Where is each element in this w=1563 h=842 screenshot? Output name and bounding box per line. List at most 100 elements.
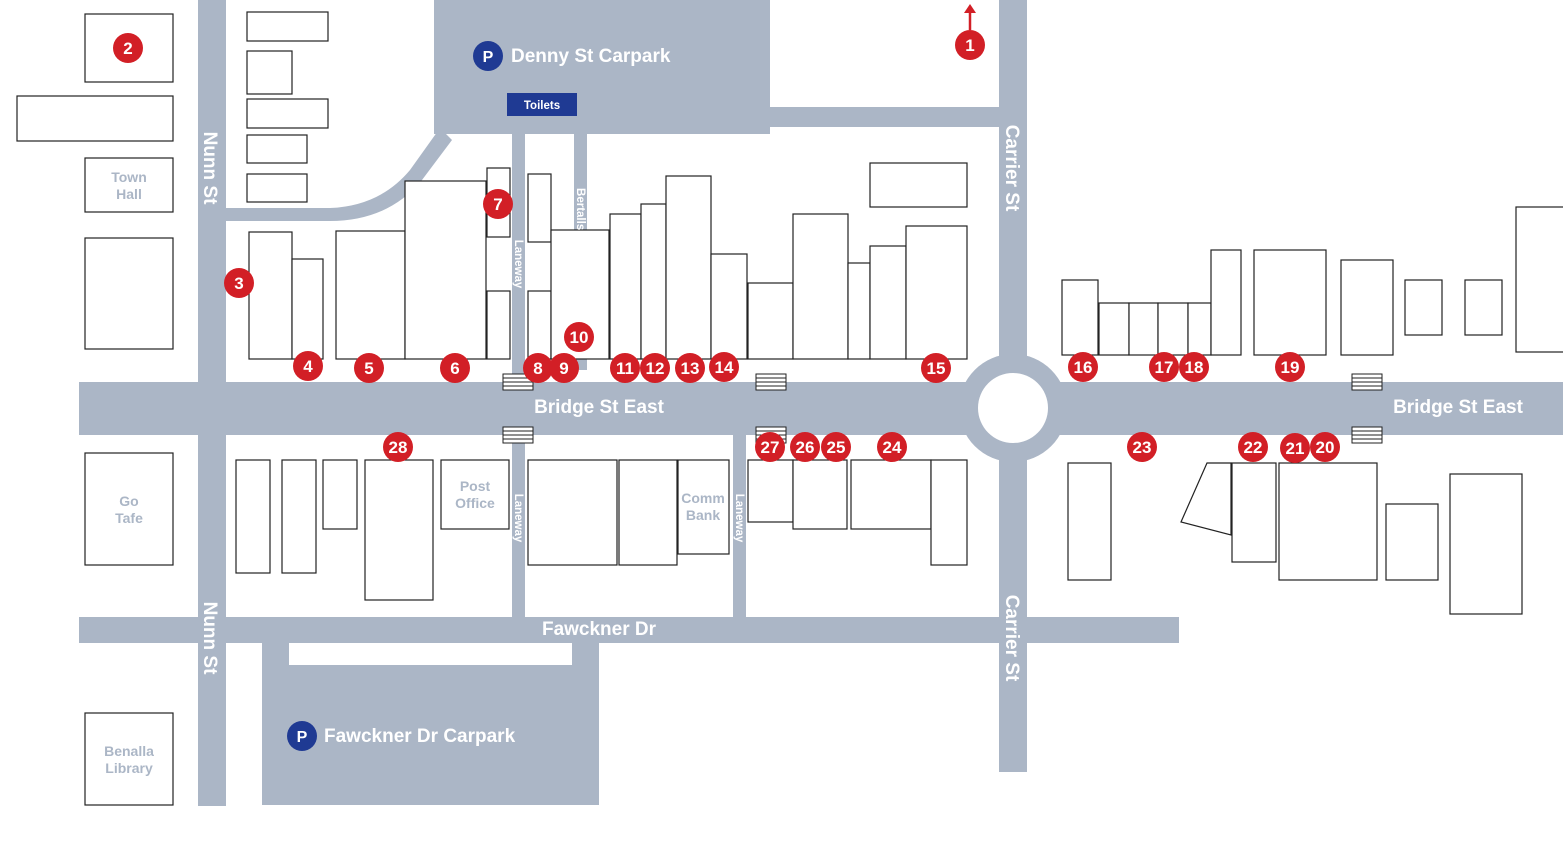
map-marker-27[interactable]: 27 [755,432,785,462]
building-labels: Town Hall Go Tafe Post Office Comm Bank … [104,169,725,776]
building [640,203,667,360]
marker-circle[interactable] [483,189,513,219]
map-marker-12[interactable]: 12 [640,353,670,383]
marker-label: 19 [1281,358,1300,377]
marker-label: 3 [234,274,243,293]
carrier-st-label: Carrier St [1001,125,1022,212]
marker-label: 10 [570,328,589,347]
marker-circle[interactable] [564,322,594,352]
map-marker-3[interactable]: 3 [224,268,254,298]
map-marker-5[interactable]: 5 [354,353,384,383]
map-marker-7[interactable]: 7 [483,189,513,219]
fawckner-carpark: P Fawckner Dr Carpark [287,721,516,751]
marker-label: 8 [533,359,542,378]
marker-circle[interactable] [790,432,820,462]
marker-circle[interactable] [113,33,143,63]
comm-bank-label: Comm [681,490,725,506]
map-marker-11[interactable]: 11 [610,353,640,383]
bridge-st-east-label: Bridge St East [1393,397,1524,418]
marker-circle[interactable] [549,353,579,383]
marker-circle[interactable] [1275,352,1305,382]
marker-circle[interactable] [640,353,670,383]
marker-circle[interactable] [1127,432,1157,462]
building [869,162,968,208]
map-marker-15[interactable]: 15 [921,353,951,383]
building [16,95,174,142]
map-marker-9[interactable]: 9 [549,353,579,383]
marker-circle[interactable] [1149,352,1179,382]
arrow-up-icon [964,4,976,30]
marker-circle[interactable] [921,353,951,383]
comm-bank [677,459,730,555]
map-marker-1[interactable]: 1 [955,30,985,60]
map-marker-17[interactable]: 17 [1149,352,1179,382]
marker-circle[interactable] [675,353,705,383]
marker-label: 24 [883,438,902,457]
building [364,459,434,601]
marker-circle[interactable] [293,351,323,381]
map-marker-24[interactable]: 24 [877,432,907,462]
map-marker-21[interactable]: 21 [1280,433,1310,463]
marker-circle[interactable] [224,268,254,298]
marker-label: 2 [123,39,132,58]
post-office-label: Post [460,478,491,494]
map-marker-23[interactable]: 23 [1127,432,1157,462]
marker-label: 11 [616,359,634,378]
marker-circle[interactable] [955,30,985,60]
map-marker-8[interactable]: 8 [523,353,553,383]
marker-circle[interactable] [1280,433,1310,463]
map-marker-19[interactable]: 19 [1275,352,1305,382]
building [335,230,406,360]
marker-circle[interactable] [1068,352,1098,382]
map-marker-22[interactable]: 22 [1238,432,1268,462]
building [1404,279,1443,336]
building [1187,302,1212,356]
parking-icon [473,41,503,71]
map-marker-6[interactable]: 6 [440,353,470,383]
post-office-label: Office [455,495,495,511]
building [1098,302,1130,356]
marker-label: 13 [681,359,700,378]
building [665,175,712,360]
town-hall-label: Hall [116,186,142,202]
marker-circle[interactable] [440,353,470,383]
marker-circle[interactable] [709,352,739,382]
marker-circle[interactable] [821,432,851,462]
marker-circle[interactable] [877,432,907,462]
laneway-north [512,134,525,384]
map-marker-14[interactable]: 14 [709,352,739,382]
building [1180,462,1232,536]
map-marker-20[interactable]: 20 [1310,432,1340,462]
denny-carpark-label: Denny St Carpark [511,46,671,67]
map-marker-13[interactable]: 13 [675,353,705,383]
nunn-st-label: Nunn St [199,132,220,205]
fawckner-dr-label: Fawckner Dr [542,619,657,640]
marker-circle[interactable] [354,353,384,383]
marker-circle[interactable] [1310,432,1340,462]
marker-circle[interactable] [755,432,785,462]
marker-label: 20 [1316,438,1335,457]
marker-circle[interactable] [1238,432,1268,462]
map-marker-10[interactable]: 10 [564,322,594,352]
benalla-library [84,712,174,806]
marker-label: 6 [450,359,459,378]
building [527,173,552,243]
map-marker-2[interactable]: 2 [113,33,143,63]
map-marker-26[interactable]: 26 [790,432,820,462]
benalla-library-label: Library [105,760,153,776]
marker-circle[interactable] [383,432,413,462]
marker-circle[interactable] [1179,352,1209,382]
toilets-badge [507,93,577,116]
buildings [16,11,1563,806]
marker-circle[interactable] [610,353,640,383]
map-marker-25[interactable]: 25 [821,432,851,462]
building [850,459,932,530]
map-marker-28[interactable]: 28 [383,432,413,462]
map-marker-16[interactable]: 16 [1068,352,1098,382]
marker-circle[interactable] [523,353,553,383]
map-marker-18[interactable]: 18 [1179,352,1209,382]
building [1231,462,1277,563]
map-marker-4[interactable]: 4 [293,351,323,381]
building [246,11,329,42]
